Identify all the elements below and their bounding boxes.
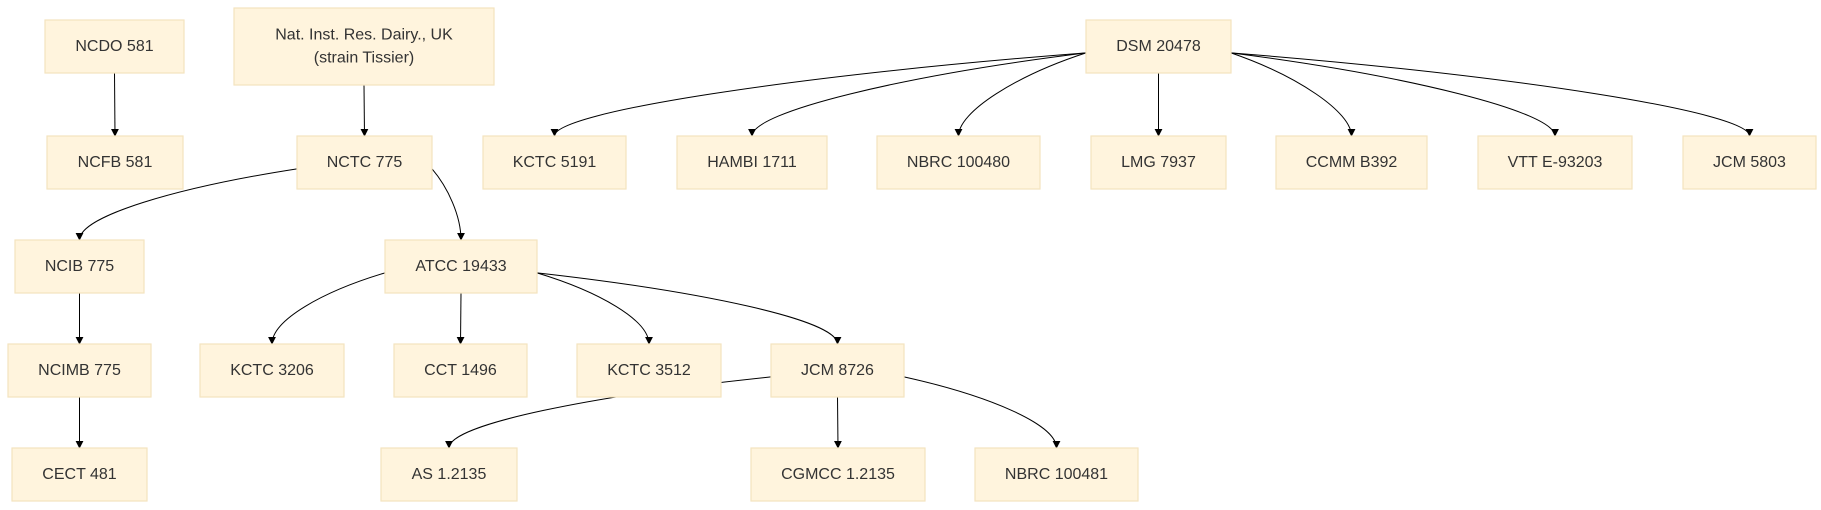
node-box bbox=[44, 19, 185, 74]
node-label: CGMCC 1.2135 bbox=[781, 466, 895, 483]
edge-ncdo581-to-ncfb581 bbox=[110, 72, 119, 137]
node-cct1496: CCT 1496 bbox=[393, 343, 528, 398]
node-label: ATCC 19433 bbox=[415, 258, 506, 275]
node-label: CCMM B392 bbox=[1306, 154, 1398, 171]
edge-dsm20478-to-ccmmb392 bbox=[1230, 52, 1356, 137]
edge-atcc19433-to-kctc3206 bbox=[268, 272, 386, 345]
node-box bbox=[770, 343, 905, 398]
node-nctc775: NCTC 775 bbox=[296, 135, 433, 190]
node-label: AS 1.2135 bbox=[412, 466, 487, 483]
node-as12135: AS 1.2135 bbox=[380, 447, 518, 502]
node-kctc3512: KCTC 3512 bbox=[576, 343, 722, 398]
edge-nctc775-to-ncib775 bbox=[75, 168, 298, 241]
node-box bbox=[14, 239, 145, 294]
node-box bbox=[1085, 19, 1232, 74]
node-label: (strain Tissier) bbox=[314, 50, 414, 67]
node-ncib775: NCIB 775 bbox=[14, 239, 145, 294]
edge-dsm20478-to-jcm5803 bbox=[1230, 52, 1754, 137]
node-cgmcc12135: CGMCC 1.2135 bbox=[750, 447, 926, 502]
node-label: NCIMB 775 bbox=[38, 362, 121, 379]
node-box bbox=[233, 7, 495, 86]
node-box bbox=[199, 343, 345, 398]
node-kctc3206: KCTC 3206 bbox=[199, 343, 345, 398]
edge-dsm20478-to-hambi1711 bbox=[748, 52, 1087, 137]
node-hambi1711: HAMBI 1711 bbox=[676, 135, 828, 190]
node-ncimb775: NCIMB 775 bbox=[7, 343, 152, 398]
node-box bbox=[876, 135, 1041, 190]
node-label: LMG 7937 bbox=[1121, 154, 1196, 171]
edge-jcm8726-to-cgmcc12135 bbox=[833, 396, 842, 449]
edge-dsm20478-to-nbrc100480 bbox=[954, 52, 1087, 137]
node-label: HAMBI 1711 bbox=[707, 154, 797, 171]
node-box bbox=[676, 135, 828, 190]
node-label: VTT E-93203 bbox=[1508, 154, 1603, 171]
node-box bbox=[482, 135, 627, 190]
edge-nctc775-to-atcc19433 bbox=[431, 168, 465, 241]
node-label: CECT 481 bbox=[42, 466, 117, 483]
node-box bbox=[750, 447, 926, 502]
node-box bbox=[1682, 135, 1817, 190]
node-box bbox=[384, 239, 538, 294]
node-label: DSM 20478 bbox=[1116, 38, 1201, 55]
node-ccmmb392: CCMM B392 bbox=[1275, 135, 1428, 190]
node-box bbox=[1477, 135, 1633, 190]
node-label: JCM 8726 bbox=[801, 362, 874, 379]
node-label: NBRC 100480 bbox=[907, 154, 1010, 171]
node-label: NCDO 581 bbox=[75, 38, 153, 55]
node-box bbox=[576, 343, 722, 398]
edge-jcm8726-to-nbrc100481 bbox=[903, 376, 1061, 449]
node-label: Nat. Inst. Res. Dairy., UK bbox=[275, 27, 453, 44]
node-jcm8726: JCM 8726 bbox=[770, 343, 905, 398]
node-vtte93203: VTT E-93203 bbox=[1477, 135, 1633, 190]
node-box bbox=[380, 447, 518, 502]
node-box bbox=[393, 343, 528, 398]
node-label: KCTC 5191 bbox=[513, 154, 597, 171]
node-kctc5191: KCTC 5191 bbox=[482, 135, 627, 190]
node-ncfb581: NCFB 581 bbox=[46, 135, 184, 190]
node-box bbox=[1090, 135, 1227, 190]
node-jcm5803: JCM 5803 bbox=[1682, 135, 1817, 190]
edge-atcc19433-to-jcm8726 bbox=[536, 272, 842, 345]
edge-dsm20478-to-vtte93203 bbox=[1230, 52, 1559, 137]
node-label: NCFB 581 bbox=[78, 154, 153, 171]
node-label: JCM 5803 bbox=[1713, 154, 1786, 171]
node-label: KCTC 3512 bbox=[607, 362, 691, 379]
node-label: NBRC 100481 bbox=[1005, 466, 1108, 483]
node-label: CCT 1496 bbox=[424, 362, 497, 379]
node-box bbox=[46, 135, 184, 190]
node-label: NCTC 775 bbox=[327, 154, 403, 171]
node-ncdo581: NCDO 581 bbox=[44, 19, 185, 74]
node-box bbox=[1275, 135, 1428, 190]
edge-dsm20478-to-kctc5191 bbox=[550, 52, 1087, 137]
node-box bbox=[296, 135, 433, 190]
node-label: NCIB 775 bbox=[45, 258, 114, 275]
edge-atcc19433-to-cct1496 bbox=[456, 292, 465, 345]
node-label: KCTC 3206 bbox=[230, 362, 314, 379]
node-lmg7937: LMG 7937 bbox=[1090, 135, 1227, 190]
node-natinst: Nat. Inst. Res. Dairy., UK (strain Tissie… bbox=[233, 7, 495, 86]
node-box bbox=[974, 447, 1139, 502]
node-atcc19433: ATCC 19433 bbox=[384, 239, 538, 294]
edge-natinst-to-nctc775 bbox=[360, 84, 369, 137]
node-cect481: CECT 481 bbox=[11, 447, 148, 502]
node-nbrc100481: NBRC 100481 bbox=[974, 447, 1139, 502]
node-box bbox=[7, 343, 152, 398]
node-box bbox=[11, 447, 148, 502]
node-dsm20478: DSM 20478 bbox=[1085, 19, 1232, 74]
node-nbrc100480: NBRC 100480 bbox=[876, 135, 1041, 190]
edge-atcc19433-to-kctc3512 bbox=[536, 272, 653, 345]
